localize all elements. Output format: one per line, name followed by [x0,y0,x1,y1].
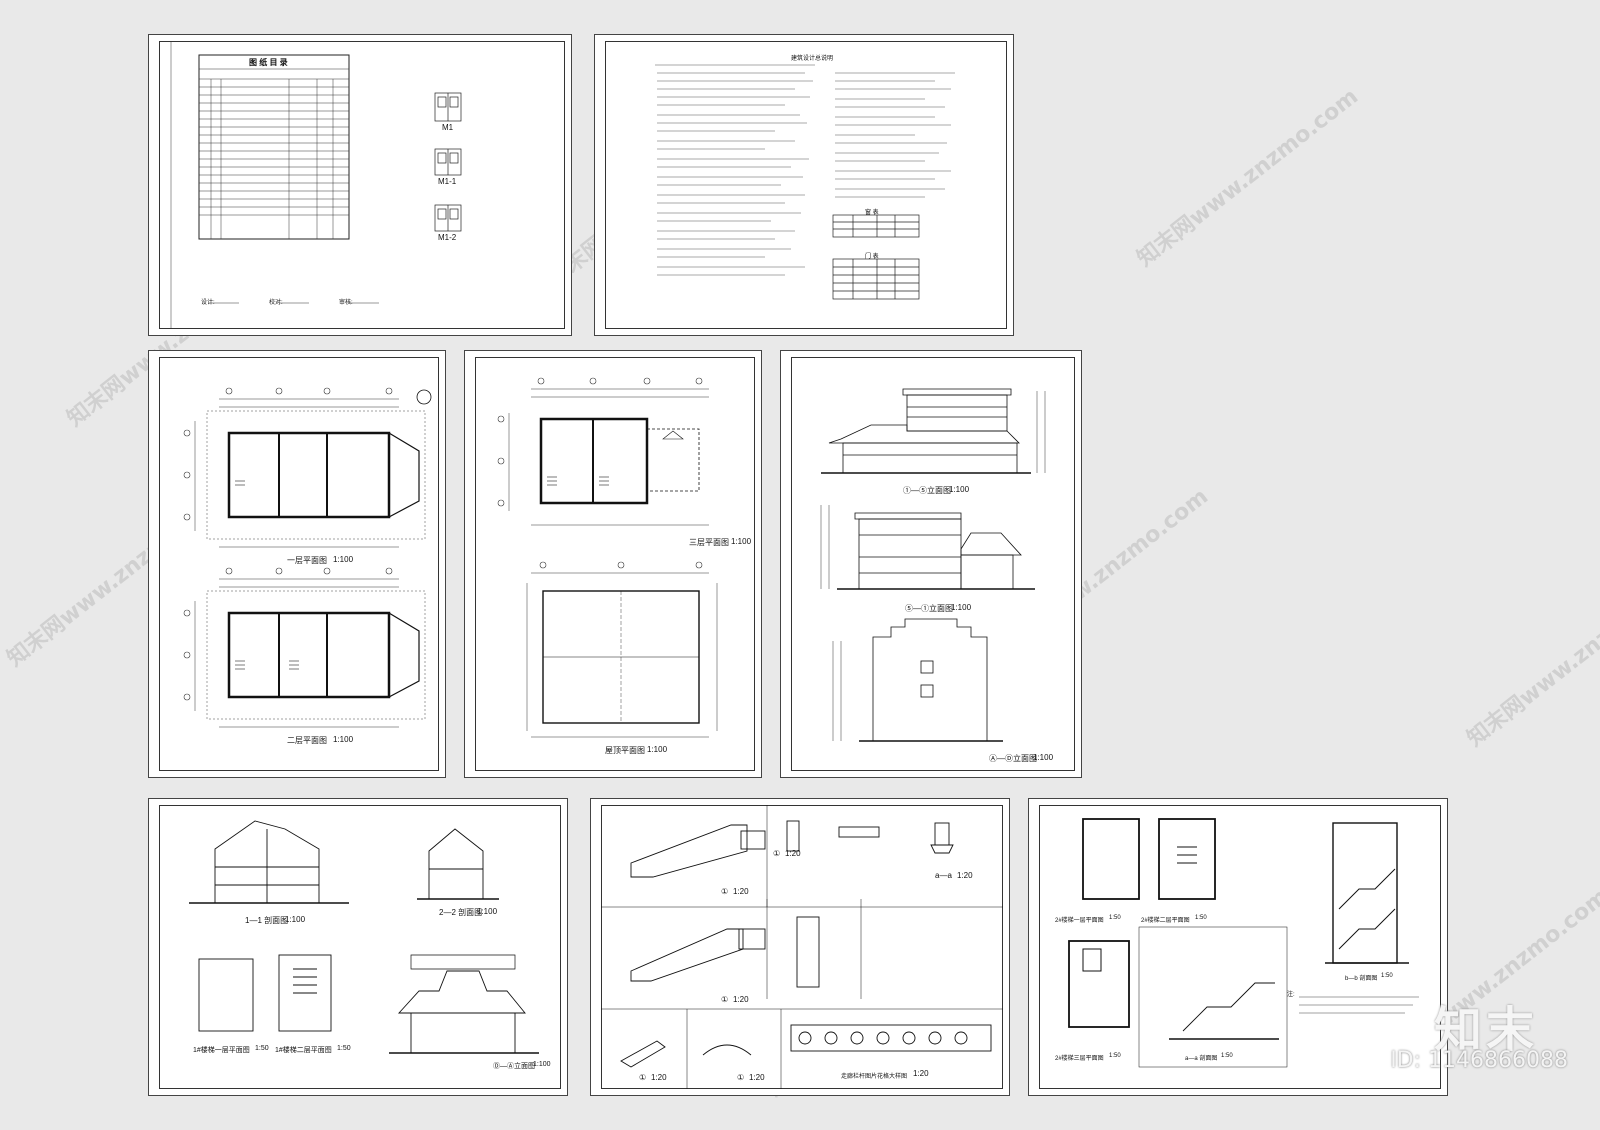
sheet-drawing-index: 图 纸 目 录 设计: 校对: 审核: M1 M1-1 M1-2 [148,34,572,336]
door-elevations [434,92,462,232]
section-2-scale: 1:100 [477,907,498,916]
brand-logo: 知末 [1433,1002,1538,1058]
notes-text-block [655,64,955,300]
stair-2-plan-3-scale: 1:50 [1109,1053,1121,1059]
plan-3-scale: 1:100 [731,537,752,546]
detail-1-marker: ① [721,887,729,896]
door-table-title: 门 表 [865,254,879,260]
door-label-m1: M1 [442,123,454,132]
plan-1-title: 一层平面图 [287,556,327,565]
index-table [170,41,462,329]
plan-1-scale: 1:100 [333,555,354,564]
watermark: 知末网www.znzmo.com [1132,84,1364,272]
sheet-design-notes: 建筑设计总说明 窗 表 门 表 [594,34,1014,336]
sheet-sections-stair-1: 1—1 剖面图 1:100 2—2 剖面图 1:100 1#楼梯一层平面图 1:… [148,798,568,1096]
sheet-stair-2: 2#楼梯一层平面图 1:50 2#楼梯二层平面图 1:50 2#楼梯三层平面图 … [1028,798,1448,1096]
window-table-title: 窗 表 [865,210,879,216]
floor-plans [183,387,432,728]
image-id-label: ID: 1146866088 [1390,1048,1568,1073]
sheet-floor-plans-1-2: 一层平面图 1:100 二层平面图 1:100 [148,350,446,778]
plan-3-title: 三层平面图 [689,538,729,547]
section-bb-title: b—b 剖面图 [1345,976,1378,982]
stair-2-plan-1-scale: 1:50 [1109,915,1121,921]
roof-plan-title: 屋顶平面图 [605,746,645,755]
elevation-3-title: Ⓐ—Ⓓ立面图 [989,754,1037,763]
sheet-floor-plan-3-roof: 三层平面图 1:100 屋顶平面图 1:100 [464,350,762,778]
sheet-elevations: ①—⑤立面图 1:100 ⑤—①立面图 1:100 Ⓐ—Ⓓ立面图 1:100 [780,350,1082,778]
elevation-2-scale: 1:100 [951,603,972,612]
elevation-d-a-title: Ⓓ—Ⓐ立面图 [493,1063,535,1070]
watermark: 知末网www.znzmo.com [1462,564,1600,752]
section-aa-title: a—a 剖面图 [1185,1056,1218,1062]
stair-2-drawings [1068,818,1419,1068]
stair-1-plan-1-scale: 1:50 [255,1045,269,1052]
elevation-2-title: ⑤—①立面图 [905,604,953,613]
roof-plan-scale: 1:100 [647,745,668,754]
stair-note-label: 注: [1287,992,1295,998]
detail-2-scale: 1:20 [733,995,749,1004]
detail-4-marker: ① [639,1073,647,1082]
section-aa-scale: 1:50 [1221,1053,1233,1059]
door-label-m1-2: M1-2 [438,233,457,242]
rail-detail-scale: 1:20 [913,1069,929,1078]
sign-review: 审核: [339,300,353,306]
detail-aa-scale: 1:20 [957,871,973,880]
notes-title: 建筑设计总说明 [791,56,834,62]
plan-2-scale: 1:100 [333,735,354,744]
door-label-m1-1: M1-1 [438,177,457,186]
section-2-title: 2—2 剖面图 [439,908,483,917]
stair-1-plan-2-scale: 1:50 [337,1045,351,1052]
section-1-title: 1—1 剖面图 [245,916,289,925]
stair-1-plan-1-title: 1#楼梯一层平面图 [193,1047,250,1054]
plan-2-title: 二层平面图 [287,736,327,745]
detail-1-scale: 1:20 [733,887,749,896]
stair-2-plan-3-title: 2#楼梯三层平面图 [1055,1056,1104,1062]
door-table [832,258,920,300]
section-1-scale: 1:100 [285,915,306,924]
detail-2-marker: ① [721,995,729,1004]
sign-check: 校对: [269,300,283,306]
detail-3-scale: 1:20 [785,849,801,858]
rail-detail-title: 走廊栏杆图片花格大样图 [841,1074,908,1080]
section-bb-scale: 1:50 [1381,973,1393,979]
elevation-d-a-scale: 1:100 [533,1061,551,1068]
detail-5-marker: ① [737,1073,745,1082]
index-title: 图 纸 目 录 [249,58,288,67]
stair-1-plan-2-title: 1#楼梯二层平面图 [275,1047,332,1054]
window-table [832,214,920,238]
stair-2-plan-1-title: 2#楼梯一层平面图 [1055,918,1104,924]
plan-3-and-roof [497,377,718,738]
detail-aa-marker: a—a [935,871,952,880]
elevation-1-title: ①—⑤立面图 [903,486,951,495]
sections-drawings [189,820,539,1054]
elevation-1-scale: 1:100 [949,485,970,494]
detail-5-scale: 1:20 [749,1073,765,1082]
elevation-drawings [820,388,1046,742]
detail-4-scale: 1:20 [651,1073,667,1082]
detail-drawings [601,805,1003,1089]
sign-design: 设计: [201,300,215,306]
stair-2-plan-2-title: 2#楼梯二层平面图 [1141,918,1190,924]
elevation-3-scale: 1:100 [1033,753,1054,762]
sheet-details: ① 1:20 ① 1:20 ① 1:20 a—a 1:20 ① 1:20 ① 1… [590,798,1010,1096]
detail-3-marker: ① [773,849,781,858]
stair-2-plan-2-scale: 1:50 [1195,915,1207,921]
